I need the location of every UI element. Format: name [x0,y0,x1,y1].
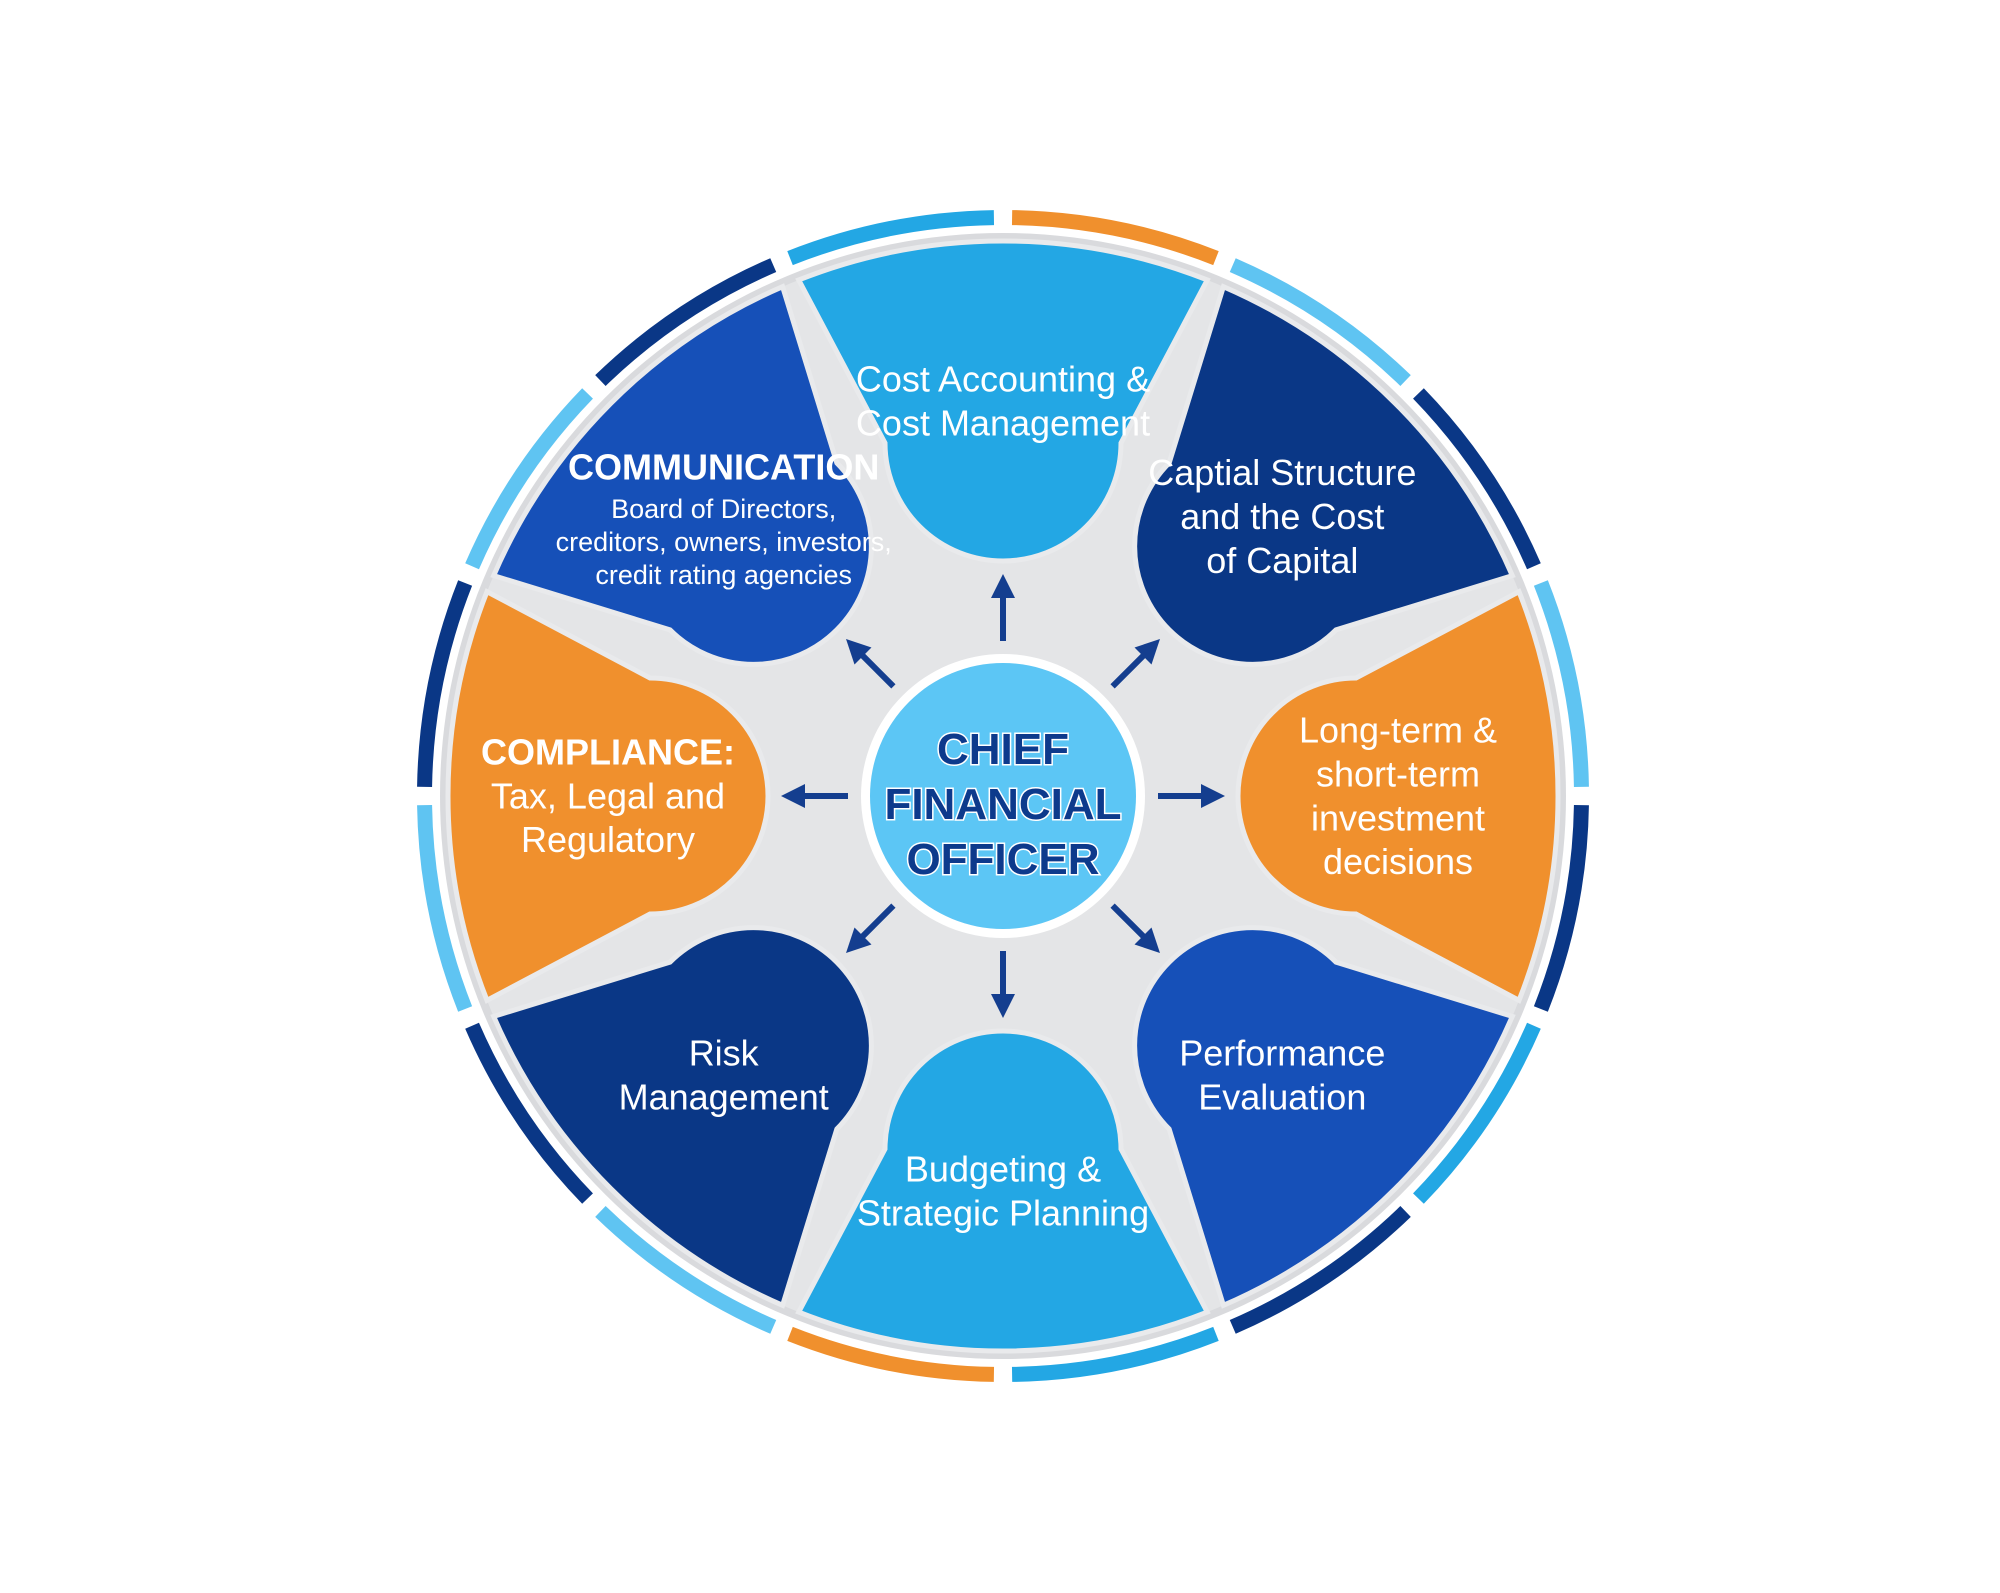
ring-arc [1413,388,1541,570]
ring-arc [595,1206,777,1334]
center-circle-group: CHIEF FINANCIAL OFFICER [861,654,1145,938]
label-cost-accounting: Cost Accounting &Cost Management [856,358,1150,443]
ring-arc [787,1326,995,1382]
segment-communication [490,283,874,667]
arrows [781,574,1225,1018]
segment-line: creditors, owners, investors, [556,527,892,557]
segment-budgeting [795,1028,1211,1354]
ring-arc [417,804,473,1012]
ring-arc [417,580,473,788]
segment-capital-structure [1132,283,1516,667]
segments [445,238,1561,1354]
segment-line: Budgeting & [905,1148,1101,1189]
arrow-head-icon [846,639,872,665]
segment-line: Performance [1179,1033,1385,1074]
segment-title: COMMUNICATION [568,447,879,488]
segment-line: decisions [1323,841,1473,882]
segment-compliance [445,588,771,1004]
arrow-shaft [855,903,896,944]
segment-risk-management [490,925,874,1309]
arrow-head-icon [991,574,1015,598]
arrow-shaft [1110,648,1151,689]
arrow-head-icon [781,784,805,808]
arrow-head-icon [991,994,1015,1018]
segment-line: Long-term & [1299,709,1497,750]
segment-line: Captial Structure [1148,452,1416,493]
ring-arc [465,1022,593,1204]
segment-line: of Capital [1206,540,1358,581]
segment-line: Tax, Legal and [491,775,725,816]
arrow-head-icon [1134,927,1160,953]
ring-arc [1533,580,1589,788]
center-label-line-3: OFFICER [906,835,1099,884]
ring-arc [1011,210,1219,266]
segment-cost-accounting [795,238,1211,564]
arrow-head-icon [1201,784,1225,808]
segment-line: Regulatory [521,819,695,860]
segment-line: Risk [689,1033,760,1074]
arrow-head-icon [1134,639,1160,665]
ring-arc [465,388,593,570]
segment-line: Board of Directors, [611,494,836,524]
ring-arc [1533,804,1589,1012]
ring-arc [787,210,995,266]
label-communication: COMMUNICATION Board of Directors,creditor… [556,447,892,590]
segment-line: credit rating agencies [595,560,852,590]
segment-line: Strategic Planning [857,1192,1149,1233]
arrow-shaft [1110,903,1151,944]
center-label-line-1: CHIEF [937,725,1069,774]
ring-arc [1011,1326,1219,1382]
segment-line: and the Cost [1180,496,1384,537]
segment-labels: Cost Accounting &Cost ManagementCaptial … [481,358,1497,1233]
segment-line: Management [619,1077,829,1118]
segment-title: COMPLIANCE: [481,731,735,772]
ring-arc [595,258,777,386]
ring-arc [1229,258,1411,386]
center-label-line-2: FINANCIAL [884,780,1121,829]
segment-line: Evaluation [1198,1077,1366,1118]
arrow-shaft [855,648,896,689]
arrow-head-icon [846,927,872,953]
label-budgeting: Budgeting &Strategic Planning [857,1148,1149,1233]
segment-performance-evaluation [1132,925,1516,1309]
segment-line: investment [1311,797,1485,838]
outer-ring [417,210,1589,1382]
center-circle [870,663,1136,929]
ring-arc [1413,1022,1541,1204]
segment-line: short-term [1316,753,1480,794]
segment-line: Cost Management [856,402,1150,443]
segment-line: Cost Accounting & [856,358,1150,399]
segment-investment-decisions [1235,588,1561,1004]
ring-arc [1229,1206,1411,1334]
